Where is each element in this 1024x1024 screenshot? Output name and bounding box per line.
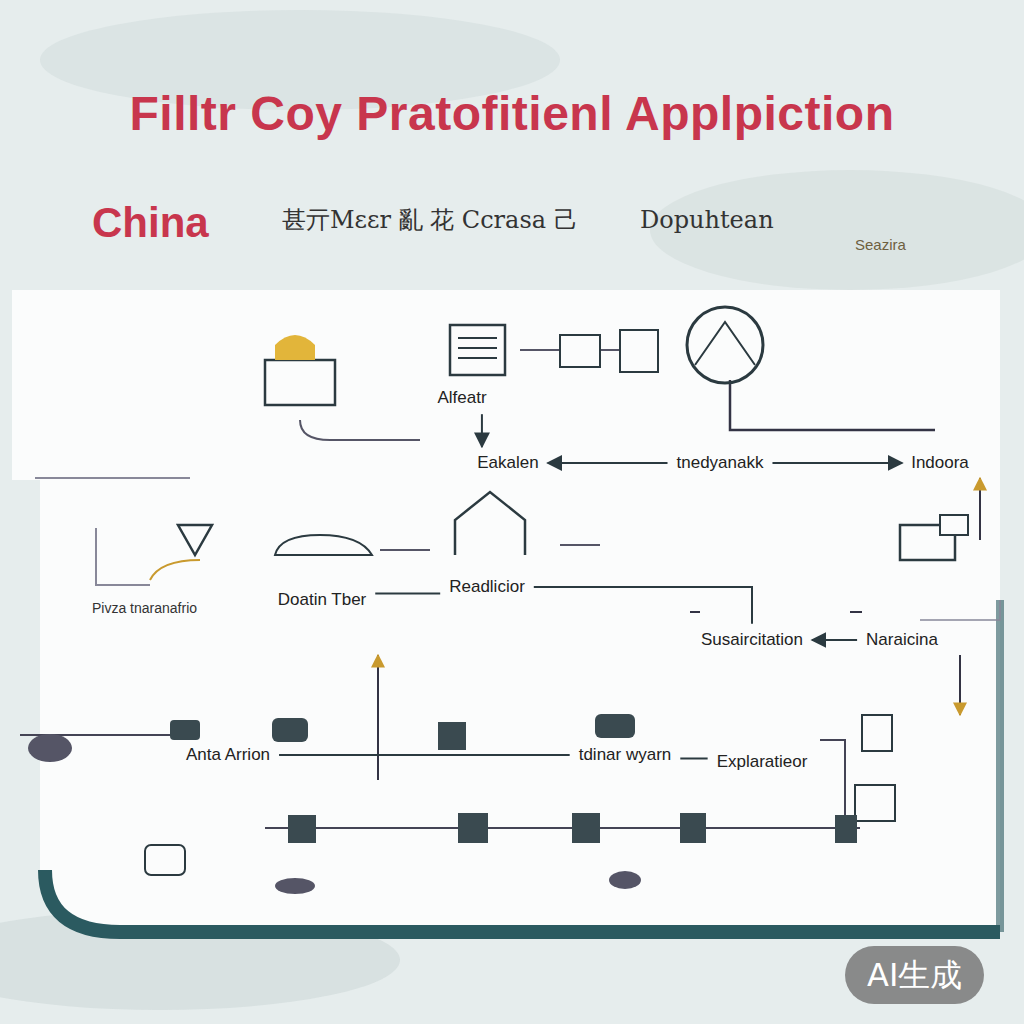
animal-icon — [275, 878, 315, 894]
node-label: Explaratieor — [717, 752, 808, 772]
node-label: Naraicina — [866, 630, 938, 650]
connector — [548, 462, 668, 464]
connector — [534, 587, 752, 624]
icon-label-box: Naraicina — [860, 627, 944, 653]
mountain-icon — [687, 307, 763, 383]
connector — [279, 754, 570, 756]
wire — [300, 420, 420, 440]
wire — [20, 735, 845, 820]
wire — [377, 655, 379, 780]
subtitle-text: 甚亓Mɛɛr 亂 花 Ccrasa 己 — [282, 206, 578, 235]
connector — [481, 414, 483, 447]
icon-label-box: Alfeatr — [431, 385, 492, 411]
wire — [730, 380, 935, 430]
icon-label-box: Anta Arrion — [180, 742, 276, 768]
node-label: Indoora — [911, 453, 969, 473]
small-icon — [595, 714, 635, 738]
icon-label-box: tdinar wyarn — [573, 742, 678, 768]
wire — [959, 655, 961, 715]
mountain-icon — [695, 322, 755, 365]
icon-label-box: Eakalen — [471, 450, 544, 476]
house-icon — [455, 492, 525, 555]
wire — [150, 560, 200, 580]
icon-label-box: Susaircitation — [695, 627, 809, 653]
node-label: Eakalen — [477, 453, 538, 473]
document-icon — [862, 715, 892, 751]
small-icon — [28, 734, 72, 762]
node-label: tdinar wyarn — [579, 745, 672, 765]
node-label: Alfeatr — [437, 388, 486, 408]
printer-icon — [450, 325, 505, 375]
animal-icon — [609, 871, 641, 889]
connector — [812, 639, 857, 641]
node-label: Susaircitation — [701, 630, 803, 650]
icon-label-box: Indoora — [905, 450, 975, 476]
small-icon — [170, 720, 200, 740]
subtitle-text: Dopuhtean — [640, 206, 774, 235]
laptop-icon — [275, 335, 315, 360]
panel-border — [996, 600, 1004, 932]
wire — [979, 478, 981, 540]
title: Filltr Coy Pratofitienl Applpiction — [0, 86, 1024, 141]
small-icon — [572, 813, 600, 843]
small-icon — [835, 815, 857, 843]
panel-border — [45, 870, 1000, 932]
wire — [35, 478, 190, 585]
small-icon — [438, 722, 466, 750]
machine-icon — [560, 335, 600, 367]
icon-label-box: Doatin Tber — [272, 587, 373, 613]
car-icon — [275, 535, 372, 555]
small-icon — [145, 845, 185, 875]
note-text: Pivza tnaranafrio — [92, 600, 197, 617]
watermark: AI生成 — [845, 946, 984, 1004]
small-icon — [458, 813, 488, 843]
connector — [680, 757, 707, 759]
small-icon — [272, 718, 308, 742]
main-panel — [12, 290, 1000, 930]
node-label: Anta Arrion — [186, 745, 270, 765]
subtitle: China — [92, 198, 209, 248]
icon-label-box: tnedyanakk — [671, 450, 770, 476]
node-label: Doatin Tber — [278, 590, 367, 610]
connector — [772, 462, 902, 464]
wire — [690, 611, 862, 613]
node-label: Readlicior — [449, 577, 525, 597]
small-icon — [288, 815, 316, 843]
wire — [380, 545, 600, 550]
document-icon — [855, 785, 895, 821]
icon-label-box: Explaratieor — [711, 749, 814, 775]
laptop-icon — [265, 360, 335, 405]
wire — [265, 827, 860, 829]
printer-icon — [458, 338, 497, 358]
shield-icon — [178, 525, 212, 555]
connector — [375, 592, 440, 594]
wire — [520, 349, 620, 351]
device-icon — [620, 330, 658, 372]
icon-label-box: Readlicior — [443, 574, 531, 600]
small-icon — [680, 813, 706, 843]
corner-note: Seazira — [855, 236, 906, 254]
wire — [920, 600, 1000, 620]
printer-icon — [940, 515, 968, 535]
node-label: tnedyanakk — [677, 453, 764, 473]
